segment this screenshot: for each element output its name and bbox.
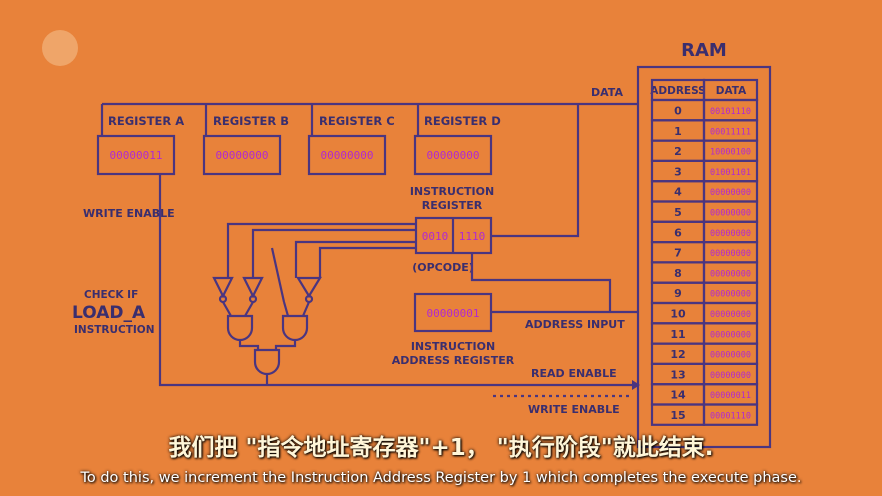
ram-address-cell: 12 [670, 348, 685, 361]
register-c-label: REGISTER C [319, 114, 395, 128]
opcode-value: 0010 [422, 230, 449, 243]
load-a-label: LOAD_A [72, 303, 146, 323]
register-a-value: 00000011 [110, 149, 163, 162]
ram-address-cell: 10 [670, 308, 686, 321]
ram-header-data: DATA [716, 85, 747, 97]
pbs-logo [42, 30, 78, 66]
ram-address-cell: 3 [674, 165, 682, 178]
address-input-label: ADDRESS INPUT [525, 318, 625, 331]
svg-text:REGISTER: REGISTER [422, 199, 483, 212]
read-enable-line [158, 174, 632, 387]
ram-row: 0 00101110 [650, 98, 759, 122]
ram-data-cell: 00001110 [710, 412, 751, 422]
ram-data-cell: 00000000 [710, 310, 751, 320]
ram-data-cell: 00000000 [710, 351, 751, 361]
ram-row: 4 00000000 [650, 180, 759, 203]
and-gates [222, 247, 311, 385]
read-enable-label: READ ENABLE [531, 367, 617, 380]
ram-data-cell: 00000000 [710, 188, 751, 198]
instruction-register: INSTRUCTION REGISTER 0010 1110 (OPCODE) [410, 185, 494, 274]
ram-data-cell: 00000000 [710, 269, 751, 279]
write-enable-left-label: WRITE ENABLE [83, 207, 175, 220]
ram-data-cell: 00000000 [710, 249, 751, 259]
ram-address-cell: 5 [674, 206, 682, 219]
ram-address-cell: 2 [674, 145, 682, 158]
ram-address-cell: 8 [674, 267, 682, 280]
ram-row: 12 00000000 [650, 342, 759, 366]
ram-data-cell: 00011111 [710, 127, 751, 137]
register-d: REGISTER D 00000000 [413, 114, 501, 176]
register-c-value: 00000000 [321, 149, 374, 162]
svg-text:ADDRESS REGISTER: ADDRESS REGISTER [392, 354, 515, 367]
register-a-label: REGISTER A [108, 114, 184, 128]
svg-text:INSTRUCTION: INSTRUCTION [411, 340, 495, 353]
ram-row: 2 10000100 [650, 139, 759, 163]
address-value: 1110 [459, 230, 486, 243]
ram-row: 3 01001101 [650, 159, 759, 183]
register-b: REGISTER B 00000000 [202, 114, 289, 176]
ram-title: RAM [681, 40, 727, 61]
register-d-value: 00000000 [427, 149, 480, 162]
ram-header-address: ADDRESS [650, 85, 705, 97]
instruction-check-label: INSTRUCTION [74, 324, 155, 336]
iar-value: 00000001 [427, 307, 480, 320]
ram-data-cell: 00000000 [710, 290, 751, 300]
ram-row: 15 00001110 [650, 403, 759, 426]
ram-row: 14 00000011 [650, 383, 759, 406]
ram-data-cell: 00000000 [710, 330, 751, 340]
ram-data-cell: 00101110 [710, 107, 751, 117]
ram-data-cell: 00000000 [710, 371, 751, 381]
ram-data-cell: 00000000 [710, 209, 751, 219]
register-d-label: REGISTER D [424, 114, 501, 128]
instruction-address-register: 00000001 INSTRUCTION ADDRESS REGISTER [392, 292, 515, 367]
ram-address-cell: 11 [670, 328, 685, 341]
ram-table: 0 00101110 1 00011111 2 10000100 3 01001101 4 000… [650, 78, 759, 426]
ram-address-cell: 6 [674, 226, 682, 239]
subtitle-english: To do this, we increment the Instruction… [80, 470, 802, 486]
ram-row: 7 00000000 [650, 241, 759, 264]
ram-data-cell: 00000011 [710, 391, 751, 401]
ram-address-cell: 4 [674, 186, 682, 199]
svg-text:INSTRUCTION: INSTRUCTION [410, 185, 494, 198]
register-b-value: 00000000 [216, 149, 269, 162]
ram-address-cell: 15 [670, 409, 685, 422]
ram-address-cell: 7 [674, 247, 682, 260]
ram-address-cell: 14 [670, 389, 686, 402]
ram-address-cell: 13 [670, 368, 685, 381]
ram-data-cell: 00000000 [710, 229, 751, 239]
data-label: DATA [591, 86, 623, 99]
opcode-label: (OPCODE) [412, 261, 474, 274]
ram-row: 8 00000000 [650, 261, 759, 284]
register-a: REGISTER A 00000011 [96, 114, 184, 176]
subtitle-chinese: 我们把 "指令地址寄存器"+1， "执行阶段"就此结束. [168, 435, 714, 461]
ram-row: 10 00000000 [650, 301, 759, 325]
ram-data-cell: 10000100 [710, 148, 751, 158]
not-gates [212, 276, 322, 304]
ram-row: 5 00000000 [650, 200, 759, 223]
register-b-label: REGISTER B [213, 114, 289, 128]
ram-data-cell: 01001101 [710, 168, 751, 178]
ram-row: 13 00000000 [650, 362, 759, 386]
check-if-label: CHECK IF [84, 289, 138, 301]
register-c: REGISTER C 00000000 [307, 114, 395, 176]
ram-address-cell: 9 [674, 287, 682, 300]
ram-address-cell: 0 [674, 105, 682, 118]
ram-row: 1 00011111 [650, 119, 759, 142]
ram-row: 11 00000000 [650, 322, 759, 345]
ram-address-cell: 1 [674, 125, 682, 138]
ram-row: 6 00000000 [650, 220, 759, 244]
ram-row: 9 00000000 [650, 281, 759, 305]
write-enable-bottom-label: WRITE ENABLE [528, 403, 620, 416]
